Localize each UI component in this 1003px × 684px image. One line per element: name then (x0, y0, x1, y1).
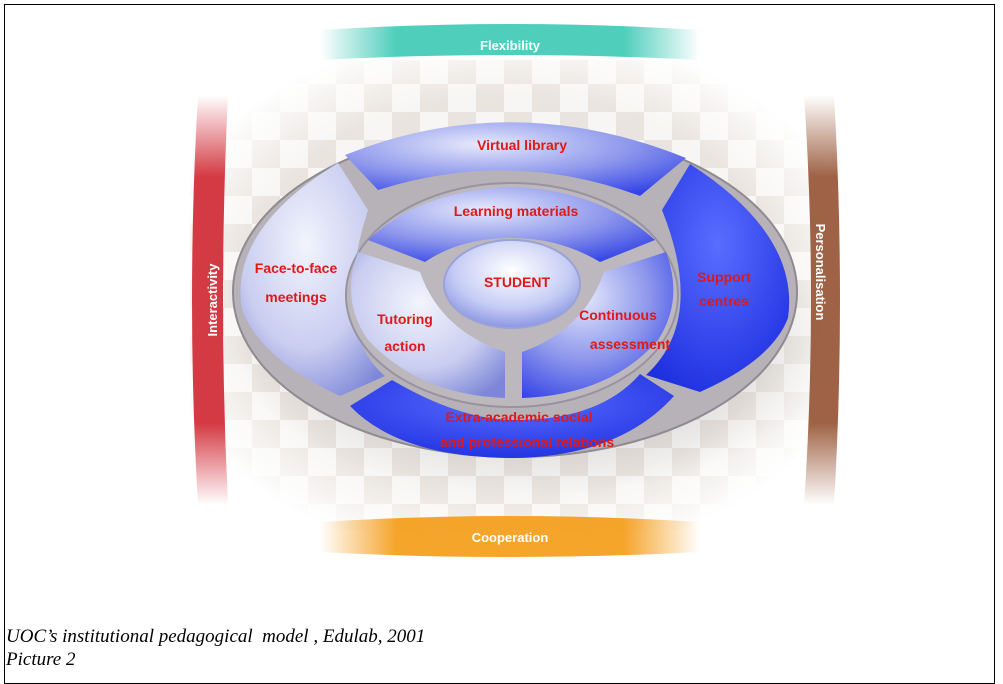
label-face-to-face-line1: Face-to-face (255, 260, 338, 276)
segment-learning-materials (368, 187, 655, 262)
segment-virtual-library (345, 122, 686, 196)
band-cooperation-label: Cooperation (472, 530, 549, 545)
band-cooperation: Cooperation (320, 516, 700, 557)
pedagogical-model-diagram: Flexibility Cooperation Interactivity Pe… (180, 24, 840, 557)
band-interactivity: Interactivity (192, 95, 228, 505)
label-tutoring-line2: action (384, 338, 425, 354)
label-continuous-line2: assessment (590, 336, 671, 352)
segment-face-to-face (240, 163, 385, 396)
segment-support-centres (646, 164, 790, 392)
center-student (443, 239, 581, 329)
label-tutoring-line1: Tutoring (377, 311, 433, 327)
segment-tutoring-action (350, 252, 505, 398)
label-support-line2: centres (699, 293, 749, 309)
band-flexibility-label: Flexibility (480, 38, 541, 53)
band-interactivity-label: Interactivity (205, 263, 220, 337)
caption-title: UOC’s institutional pedagogical model , … (6, 626, 426, 647)
label-extra-academic-line1: Extra-academic social (445, 409, 592, 425)
label-support-line1: Support (697, 269, 751, 285)
label-learning-materials: Learning materials (454, 203, 579, 219)
label-virtual-library: Virtual library (477, 137, 567, 153)
label-continuous-line1: Continuous (579, 307, 657, 323)
label-extra-academic-line2: and professional relations (440, 434, 614, 450)
segment-continuous-assessment (522, 252, 674, 398)
band-flexibility: Flexibility (320, 24, 700, 60)
caption-picture-number: Picture 2 (6, 649, 76, 670)
segment-extra-academic (350, 374, 674, 458)
label-face-to-face-line2: meetings (265, 289, 327, 305)
label-student: STUDENT (484, 274, 551, 290)
